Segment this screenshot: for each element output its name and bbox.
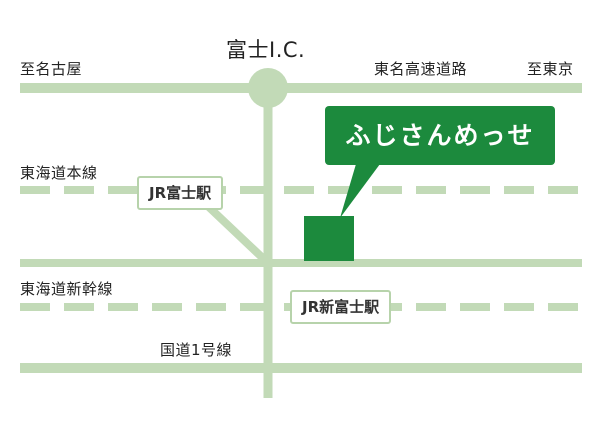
tokaido-shinkansen-label: 東海道新幹線 (20, 280, 114, 298)
venue-callout: ふじさんめっせ (325, 106, 555, 165)
jr-fuji-station: JR富士駅 (137, 176, 224, 210)
callout-pointer (340, 164, 380, 218)
to-tokyo-label: 至東京 (527, 60, 574, 78)
tokaido-line-label: 東海道本線 (20, 164, 98, 182)
interchange-marker (248, 68, 288, 108)
jr-shin-fuji-station: JR新富士駅 (290, 290, 392, 324)
tomei-expressway-label: 東名高速道路 (374, 60, 468, 78)
venue-marker (304, 216, 354, 261)
route-1-label: 国道1号線 (160, 341, 233, 359)
to-nagoya-label: 至名古屋 (20, 60, 83, 78)
interchange-label: 富士I.C. (226, 38, 306, 62)
